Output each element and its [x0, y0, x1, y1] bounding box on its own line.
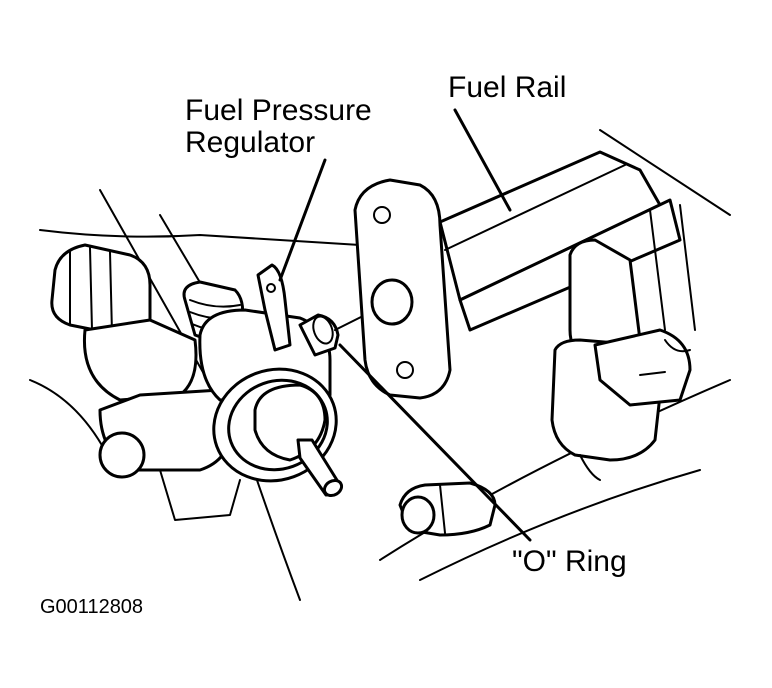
- fuel-pressure-regulator-label-line1: Fuel Pressure: [185, 94, 372, 127]
- figure-code: G00112808: [40, 596, 144, 618]
- leader-lines: [278, 108, 532, 542]
- fuel-pressure-regulator: [182, 263, 386, 498]
- lower-bolt: [398, 481, 497, 537]
- hose-assembly: [50, 243, 241, 521]
- o-ring-label: "O" Ring: [512, 545, 627, 578]
- fuel-rail: [353, 150, 696, 481]
- fuel-pressure-regulator-label-line2: Regulator: [185, 126, 316, 159]
- fuel-rail-label: Fuel Rail: [448, 71, 567, 104]
- engine-background-lines: [29, 129, 731, 601]
- fuel-pressure-regulator-label: Fuel Pressure Regulator: [185, 95, 372, 159]
